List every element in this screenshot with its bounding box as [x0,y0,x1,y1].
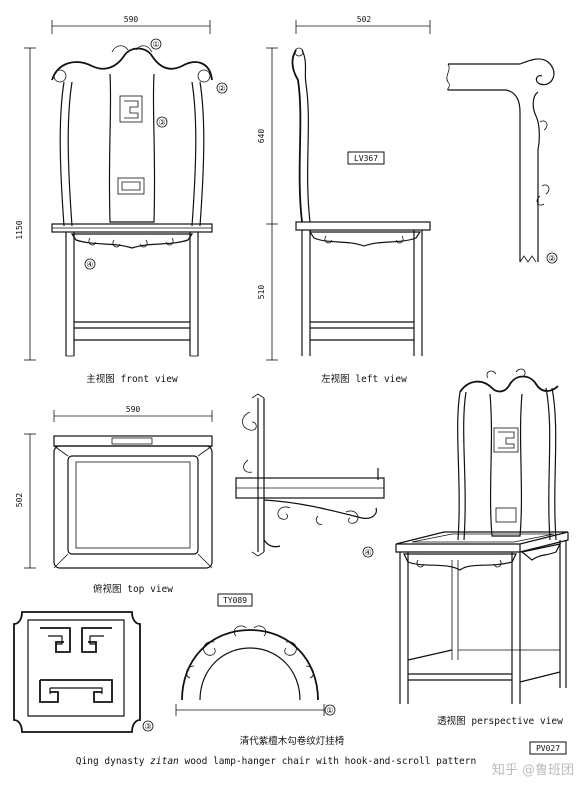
marker-2-front: ② [218,84,225,93]
detail-4: ④ [235,393,385,558]
english-title: Qing dynasty zitan wood lamp-hanger chai… [76,756,476,767]
top-width-dim: 590 [126,405,141,414]
marker-1-detail: ① [326,706,333,715]
marker-3-front: ③ [158,118,165,127]
ty-details: TY089 ③ ① [13,593,336,733]
side-depth-dim: 502 [357,15,372,24]
front-view: 590 1150 ① [15,15,228,385]
marker-2-detail: ② [548,254,555,263]
lv-code: LV367 [354,154,378,163]
ty-code: TY089 [223,596,247,605]
left-view: 502 640 510 LV367 左视图 left view [257,15,431,385]
top-view: 590 502 俯视图 top view [15,405,213,595]
marker-3-detail: ③ [144,722,151,731]
back-height-dim: 640 [257,129,266,144]
chinese-title: 清代紫檀木勾卷纹灯挂椅 [240,735,345,747]
watermark-text: 知乎 @鲁班团 [491,763,574,778]
pv-code: PV027 [536,744,560,753]
top-view-label: 俯视图 top view [93,583,173,595]
total-height-dim: 1150 [15,220,24,239]
front-view-label: 主视图 front view [86,373,178,385]
marker-1-front: ① [152,40,159,49]
left-view-label: 左视图 left view [321,373,407,385]
marker-4-front: ④ [86,260,93,269]
seat-height-dim: 510 [257,285,266,300]
perspective-view: 透视图 perspective view [395,368,569,727]
marker-4-detail: ④ [364,548,371,557]
top-depth-dim: 502 [15,493,24,508]
front-width-dim: 590 [124,15,139,24]
detail-2: ② [446,58,558,264]
perspective-view-label: 透视图 perspective view [437,715,563,727]
